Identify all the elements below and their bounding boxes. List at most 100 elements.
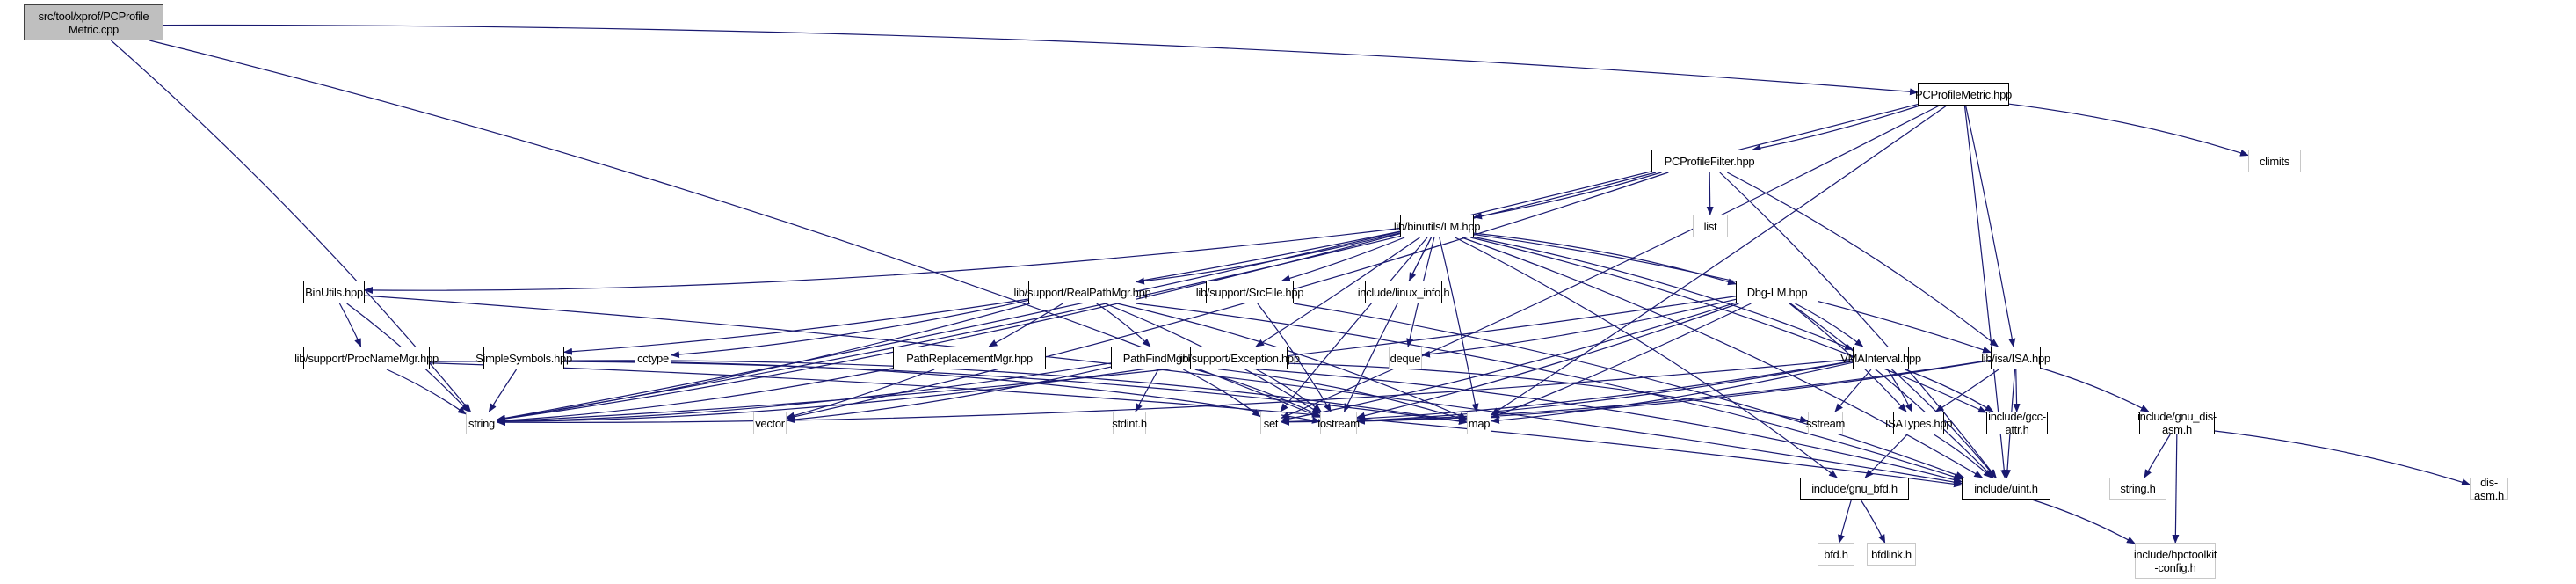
node-linux-info-h[interactable]: include/linux_info.h (1358, 281, 1450, 303)
edge-lm-to-vmaint (1473, 236, 1854, 351)
node-exception-hpp[interactable]: lib/support/Exception.hpp (1178, 347, 1300, 369)
node-pathreplacementmgr-hpp[interactable]: PathReplacementMgr.hpp (893, 347, 1046, 369)
edge-lm-to-gnubfd (1455, 237, 1838, 478)
node-label: PathFindMgr.hpp (1122, 351, 1207, 365)
node-srcfile-hpp[interactable]: lib/support/SrcFile.hpp (1196, 281, 1304, 303)
edge-realpath-to-uint (1136, 303, 1963, 480)
edge-isatypes-to-gnubfd (1864, 434, 1908, 478)
node-label: src/tool/xprof/PCProfile Metric.cpp (38, 9, 149, 36)
edge-pathfind-to-uint (1217, 365, 1963, 484)
node-root-pcprofilemetric-cpp[interactable]: src/tool/xprof/PCProfile Metric.cpp (24, 4, 163, 40)
edge-isatypes-to-uint (1934, 434, 1992, 478)
edge-lm-to-isa (1473, 233, 1992, 354)
edge-pathrepl-to-string (497, 368, 894, 425)
node-isatypes-hpp[interactable]: ISATypes.hpp (1885, 412, 1952, 434)
node-label: include/gcc-attr.h (1988, 410, 2046, 436)
node-set[interactable]: set (1260, 412, 1281, 434)
node-label: bfdlink.h (1871, 547, 1912, 561)
edge-isa-to-isatypes (1934, 369, 1999, 412)
edge-pcmetric-to-climits (2008, 103, 2249, 157)
edge-vmaint-to-isatypes (1887, 369, 1912, 412)
node-binutils-hpp[interactable]: BinUtils.hpp (303, 281, 365, 303)
node-label: lib/support/Exception.hpp (1178, 351, 1300, 365)
node-bfd-h[interactable]: bfd.h (1818, 543, 1854, 566)
node-climits[interactable]: climits (2248, 150, 2301, 172)
node-sstream[interactable]: sstream (1805, 412, 1846, 434)
node-label: sstream (1805, 416, 1846, 430)
edge-vmaint-to-map (1491, 361, 1854, 424)
node-label: string.h (2120, 482, 2156, 495)
node-string[interactable]: string (466, 412, 497, 434)
edge-dbglm-to-set (1281, 302, 1737, 423)
node-iostream[interactable]: iostream (1317, 412, 1360, 434)
node-pcprofilefilter-hpp[interactable]: PCProfileFilter.hpp (1651, 150, 1767, 172)
node-dbg-lm-hpp[interactable]: Dbg-LM.hpp (1736, 281, 1818, 303)
edge-exception-to-sstream (1287, 362, 1809, 423)
edge-dbglm-to-vmaint (1795, 303, 1864, 347)
node-stdint-h[interactable]: stdint.h (1112, 412, 1147, 434)
node-procnamemgr-hpp[interactable]: lib/support/ProcNameMgr.hpp (294, 347, 439, 369)
node-label: climits (2259, 154, 2289, 168)
edge-lm-to-simplesym (563, 230, 1401, 355)
edge-pcfilter-to-list (1706, 172, 1714, 215)
edge-lm-to-map (1439, 237, 1479, 412)
edge-isa-to-set (1281, 359, 1992, 426)
node-label: map (1468, 416, 1491, 430)
edge-isa-to-gnudisasm (2040, 367, 2150, 412)
node-gnu-dis-asm-h[interactable]: include/gnu_dis-asm.h (2137, 410, 2217, 436)
node-map[interactable]: map (1467, 412, 1491, 434)
node-realpathmgr-hpp[interactable]: lib/support/RealPathMgr.hpp (1014, 281, 1151, 303)
edge-vmaint-to-iostream (1356, 361, 1854, 425)
node-label: PathReplacementMgr.hpp (906, 351, 1033, 365)
node-bfdlink-h[interactable]: bfdlink.h (1867, 543, 1916, 566)
node-isa-hpp[interactable]: lib/isa/ISA.hpp (1981, 347, 2050, 369)
edge-uint-to-hpcconfig (2031, 499, 2136, 544)
node-label: lib/support/SrcFile.hpp (1195, 285, 1304, 299)
node-deque[interactable]: deque (1389, 347, 1422, 369)
node-label: PCProfileFilter.hpp (1664, 154, 1755, 168)
node-label: include/gnu_dis-asm.h (2137, 410, 2217, 436)
edge-pathrepl-to-vector (786, 369, 935, 420)
edge-vmaint-to-sstream (1834, 369, 1872, 412)
edge-simplesym-to-string (488, 369, 518, 412)
edge-pathfind-to-stdint (1135, 369, 1159, 412)
edge-pcfilter-to-isa (1726, 172, 1999, 347)
edge-dbglm-to-isatypes (1789, 303, 1907, 412)
node-label: dis-asm.h (2474, 475, 2504, 502)
edge-pathfind-to-vector (786, 366, 1112, 424)
node-lm-hpp[interactable]: lib/binutils/LM.hpp (1394, 215, 1480, 237)
edge-gnudisasm-to-hpcconfig (2172, 434, 2180, 544)
node-label: set (1263, 416, 1279, 430)
node-vmainterval-hpp[interactable]: VMAInterval.hpp (1840, 347, 1921, 369)
edge-root-to-pcmetric (163, 24, 1919, 96)
node-dis-asm-h[interactable]: dis-asm.h (2470, 475, 2508, 502)
edge-dbglm-to-uint (1789, 303, 1994, 478)
node-uint-h[interactable]: include/uint.h (1962, 478, 2050, 500)
node-simplesymbols-hpp[interactable]: SimpleSymbols.hpp (475, 347, 572, 369)
node-list[interactable]: list (1693, 215, 1728, 237)
edge-lm-to-dbglm (1473, 232, 1737, 286)
node-pcprofilemetric-hpp[interactable]: PCProfileMetric.hpp (1915, 83, 2012, 106)
node-vector[interactable]: vector (753, 412, 787, 434)
edge-isa-to-gccattr (2013, 369, 2021, 412)
node-hpctoolkit-config-h[interactable]: include/hpctoolkit -config.h (2134, 543, 2217, 579)
node-label: BinUtils.hpp (305, 285, 363, 299)
node-string-h[interactable]: string.h (2109, 478, 2166, 500)
node-gnu-bfd-h[interactable]: include/gnu_bfd.h (1800, 478, 1909, 500)
node-label: bfd.h (1824, 547, 1848, 561)
node-gcc-attr-h[interactable]: include/gcc-attr.h (1986, 410, 2048, 436)
edge-vmaint-to-gccattr (1905, 369, 1994, 412)
node-label: lib/binutils/LM.hpp (1393, 219, 1481, 233)
node-label: lib/support/ProcNameMgr.hpp (294, 351, 439, 365)
edge-lm-to-realpath (1136, 232, 1401, 285)
edge-pathfind-to-iostream (1194, 369, 1321, 417)
edge-pcmetric-to-set (1281, 105, 1940, 419)
edge-realpath-to-cctype (671, 299, 1029, 359)
node-label: stdint.h (1112, 416, 1147, 430)
node-cctype[interactable]: cctype (635, 347, 671, 369)
edge-gnubfd-to-bfdh (1838, 499, 1853, 544)
node-label: cctype (637, 351, 669, 365)
node-label: include/uint.h (1974, 482, 2038, 495)
edge-lm-to-set (1280, 237, 1428, 412)
